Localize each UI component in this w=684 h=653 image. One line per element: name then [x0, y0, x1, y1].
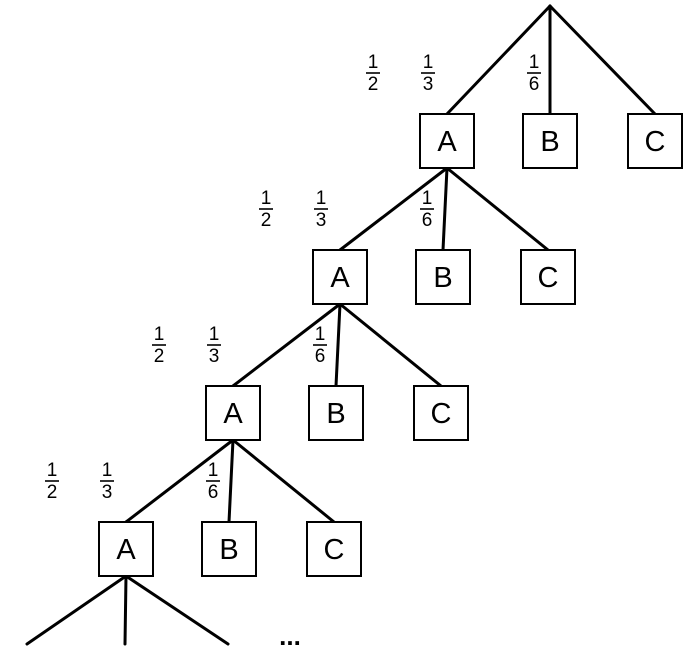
- probability-fraction: 16: [313, 324, 327, 367]
- node-box: [306, 521, 362, 577]
- node-b: B: [308, 385, 364, 441]
- branch-edge-c: [231, 438, 336, 524]
- fraction-denominator: 2: [261, 210, 272, 231]
- fraction-denominator: 3: [423, 74, 434, 95]
- branch-edge-a: [231, 302, 342, 388]
- node-box: [205, 385, 261, 441]
- probability-fraction: 16: [420, 188, 434, 231]
- branch-edge-a: [338, 166, 449, 252]
- fraction-denominator: 2: [368, 74, 379, 95]
- continuation-ellipsis: ...: [279, 621, 301, 651]
- probability-fraction: 12: [45, 460, 59, 503]
- fraction-denominator: 6: [529, 74, 540, 95]
- node-b: B: [201, 521, 257, 577]
- node-label: B: [326, 398, 345, 430]
- node-box: [308, 385, 364, 441]
- probability-fraction: 13: [100, 460, 114, 503]
- node-box: [312, 249, 368, 305]
- node-a: A: [205, 385, 261, 441]
- continuation-edge-1: [25, 574, 128, 646]
- node-box: [415, 249, 471, 305]
- node-c: C: [413, 385, 469, 441]
- nodes-layer: A B C A B C A B C A B C: [98, 113, 683, 577]
- fraction-numerator: 1: [102, 460, 113, 481]
- fraction-denominator: 3: [209, 346, 220, 367]
- node-label: A: [223, 398, 243, 430]
- fraction-denominator: 3: [102, 482, 113, 503]
- node-label: B: [219, 534, 238, 566]
- fraction-numerator: 1: [368, 52, 379, 73]
- fraction-denominator: 6: [208, 482, 219, 503]
- node-label: A: [116, 534, 136, 566]
- branch-edge-c: [548, 4, 657, 116]
- node-a: A: [98, 521, 154, 577]
- node-box: [522, 113, 578, 169]
- branch-edge-c: [338, 302, 443, 388]
- probability-fraction: 13: [421, 52, 435, 95]
- probability-fraction: 13: [207, 324, 221, 367]
- fraction-numerator: 1: [529, 52, 540, 73]
- node-box: [413, 385, 469, 441]
- continuation-edge-2: [123, 574, 128, 646]
- node-label: C: [645, 126, 666, 158]
- fraction-denominator: 6: [422, 210, 433, 231]
- node-box: [201, 521, 257, 577]
- fraction-numerator: 1: [316, 188, 327, 209]
- continuation-edge-3: [124, 574, 230, 646]
- fraction-numerator: 1: [209, 324, 220, 345]
- fraction-numerator: 1: [47, 460, 58, 481]
- branch-edge-c: [445, 166, 550, 252]
- probability-fraction: 13: [314, 188, 328, 231]
- branch-edge-b: [227, 438, 235, 524]
- fraction-denominator: 6: [315, 346, 326, 367]
- branch-edge-a: [124, 438, 235, 524]
- fraction-numerator: 1: [422, 188, 433, 209]
- branch-edge-a: [445, 4, 552, 116]
- probability-fraction: 16: [206, 460, 220, 503]
- branch-edge-b: [441, 166, 449, 252]
- fraction-denominator: 2: [154, 346, 165, 367]
- fraction-numerator: 1: [423, 52, 434, 73]
- node-box: [98, 521, 154, 577]
- node-label: A: [330, 262, 350, 294]
- probability-fraction: 16: [527, 52, 541, 95]
- probability-fraction: 12: [152, 324, 166, 367]
- fraction-numerator: 1: [208, 460, 219, 481]
- node-c: C: [520, 249, 576, 305]
- node-label: C: [324, 534, 345, 566]
- edges-layer: [25, 4, 657, 646]
- branch-edge-b: [334, 302, 342, 388]
- node-label: A: [437, 126, 457, 158]
- fraction-denominator: 2: [47, 482, 58, 503]
- probability-fraction: 12: [366, 52, 380, 95]
- node-label: B: [540, 126, 559, 158]
- node-c: C: [306, 521, 362, 577]
- fraction-numerator: 1: [315, 324, 326, 345]
- probability-fraction: 12: [259, 188, 273, 231]
- node-c: C: [627, 113, 683, 169]
- node-a: A: [419, 113, 475, 169]
- node-a: A: [312, 249, 368, 305]
- fraction-numerator: 1: [261, 188, 272, 209]
- node-label: B: [433, 262, 452, 294]
- fraction-denominator: 3: [316, 210, 327, 231]
- node-b: B: [522, 113, 578, 169]
- node-box: [627, 113, 683, 169]
- fraction-numerator: 1: [154, 324, 165, 345]
- node-box: [419, 113, 475, 169]
- node-b: B: [415, 249, 471, 305]
- node-label: C: [538, 262, 559, 294]
- node-box: [520, 249, 576, 305]
- node-label: C: [431, 398, 452, 430]
